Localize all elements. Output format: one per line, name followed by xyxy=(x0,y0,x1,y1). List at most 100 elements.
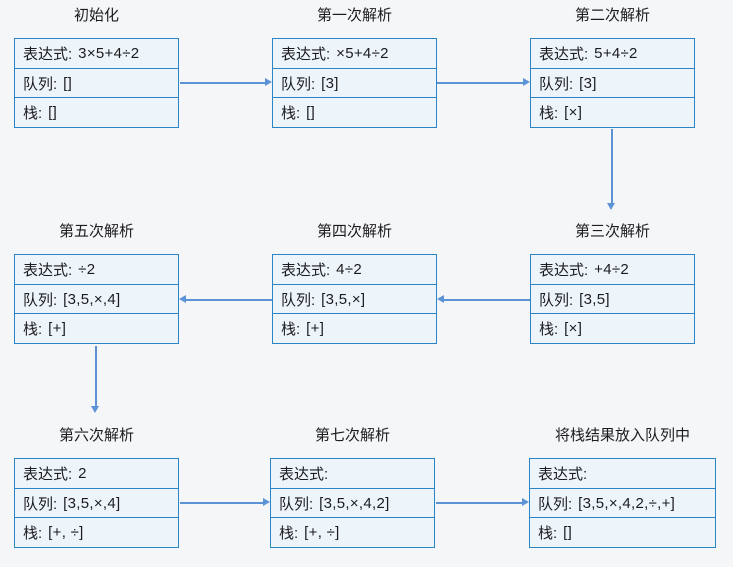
expression-value: 2 xyxy=(78,464,87,482)
state-box: 表达式: 3×5+4÷2 队列: [] 栈: [] xyxy=(14,38,179,128)
queue-label: 队列: xyxy=(281,75,316,93)
stack-label: 栈: xyxy=(281,105,301,123)
node-title: 第六次解析 xyxy=(58,427,134,444)
node-title: 第七次解析 xyxy=(314,427,390,444)
queue-row: 队列:[3,5,×,4] xyxy=(15,489,178,519)
queue-label: 队列: xyxy=(281,291,316,309)
state-box: 表达式: 队列:[3,5,×,4,2] 栈: [+, ÷] xyxy=(270,458,435,548)
stack-label: 栈: xyxy=(539,105,559,123)
expression-row: 表达式: ÷2 xyxy=(15,255,178,285)
node-title: 第二次解析 xyxy=(574,7,650,24)
arrow-step2-to-step3 xyxy=(608,129,615,210)
queue-value: [3,5,×,4] xyxy=(63,494,121,512)
state-box: 表达式: +4÷2 队列: [3,5] 栈: [×] xyxy=(530,254,695,344)
queue-value: [3] xyxy=(579,74,597,92)
expression-label: 表达式: xyxy=(23,465,73,483)
stack-value: [×] xyxy=(564,320,583,338)
expression-row: 表达式: 4÷2 xyxy=(273,255,436,285)
stack-value: [+, ÷] xyxy=(48,524,84,542)
stack-row: 栈:[×] xyxy=(531,98,694,127)
node-title: 将栈结果放入队列中 xyxy=(554,427,690,444)
queue-value: [3,5,×,4] xyxy=(63,290,121,308)
expression-row: 表达式: ×5+4÷2 xyxy=(273,39,436,69)
node-step-1: 第一次解析 表达式: ×5+4÷2 队列: [3] 栈: [] xyxy=(272,6,437,128)
stack-label: 栈: xyxy=(23,321,43,339)
arrow-step5-to-step6 xyxy=(92,346,99,413)
stack-value: [] xyxy=(306,104,316,122)
queue-value: [3,5] xyxy=(579,290,610,308)
queue-row: 队列: [3,5] xyxy=(531,285,694,315)
node-step-4: 第四次解析 表达式: 4÷2 队列: [3,5,×] 栈:[+] xyxy=(272,222,437,344)
state-box: 表达式: 2 队列:[3,5,×,4] 栈:[+, ÷] xyxy=(14,458,179,548)
expression-row: 表达式: 2 xyxy=(15,459,178,489)
queue-row: 队列: [3] xyxy=(531,69,694,99)
stack-label: 栈: xyxy=(281,321,301,339)
stack-row: 栈: [+] xyxy=(15,314,178,343)
node-title: 第一次解析 xyxy=(316,7,392,24)
stack-value: [+, ÷] xyxy=(304,524,340,542)
queue-row: 队列:[3,5,×,4,2,÷,+] xyxy=(530,489,715,519)
state-box: 表达式: ×5+4÷2 队列: [3] 栈: [] xyxy=(272,38,437,128)
queue-row: 队列: [3,5,×,4] xyxy=(15,285,178,315)
expression-label: 表达式: xyxy=(281,45,331,63)
node-title: 第四次解析 xyxy=(316,223,392,240)
queue-label: 队列: xyxy=(23,291,58,309)
arrow-step1-to-step2 xyxy=(437,79,530,86)
node-title: 初始化 xyxy=(73,7,119,24)
node-final: 将栈结果放入队列中 表达式: 队列:[3,5,×,4,2,÷,+] 栈: [] xyxy=(529,426,716,548)
queue-row: 队列: [3,5,×] xyxy=(273,285,436,315)
expression-row: 表达式: +4÷2 xyxy=(531,255,694,285)
expression-value: ÷2 xyxy=(78,260,96,278)
expression-row: 表达式: xyxy=(271,459,434,489)
state-box: 表达式: 4÷2 队列: [3,5,×] 栈:[+] xyxy=(272,254,437,344)
queue-row: 队列: [] xyxy=(15,69,178,99)
expression-value: 5+4÷2 xyxy=(594,44,638,62)
stack-row: 栈: [] xyxy=(530,518,715,547)
stack-label: 栈: xyxy=(23,105,43,123)
arrow-step4-to-step5 xyxy=(179,296,272,303)
expression-label: 表达式: xyxy=(281,261,331,279)
stack-label: 栈: xyxy=(279,525,299,543)
node-title: 第五次解析 xyxy=(58,223,134,240)
expression-label: 表达式: xyxy=(279,465,329,483)
expression-value: +4÷2 xyxy=(594,260,630,278)
queue-value: [] xyxy=(63,74,73,92)
stack-label: 栈: xyxy=(538,525,558,543)
expression-label: 表达式: xyxy=(539,261,589,279)
queue-value: [3] xyxy=(321,74,339,92)
stack-label: 栈: xyxy=(539,321,559,339)
stack-row: 栈: [+, ÷] xyxy=(271,518,434,547)
arrow-step7-to-final xyxy=(436,499,529,506)
queue-label: 队列: xyxy=(539,75,574,93)
expression-value: 3×5+4÷2 xyxy=(78,44,140,62)
node-step-6: 第六次解析 表达式: 2 队列:[3,5,×,4] 栈:[+, ÷] xyxy=(14,426,179,548)
expression-row: 表达式:5+4÷2 xyxy=(531,39,694,69)
expression-row: 表达式: 3×5+4÷2 xyxy=(15,39,178,69)
stack-value: [] xyxy=(48,104,58,122)
stack-row: 栈: [×] xyxy=(531,314,694,343)
node-title: 第三次解析 xyxy=(574,223,650,240)
state-box: 表达式:5+4÷2 队列: [3] 栈:[×] xyxy=(530,38,695,128)
state-box: 表达式: 队列:[3,5,×,4,2,÷,+] 栈: [] xyxy=(529,458,716,548)
stack-value: [+] xyxy=(48,320,67,338)
expression-value: ×5+4÷2 xyxy=(336,44,389,62)
queue-label: 队列: xyxy=(23,75,58,93)
node-step-3: 第三次解析 表达式: +4÷2 队列: [3,5] 栈: [×] xyxy=(530,222,695,344)
queue-row: 队列:[3,5,×,4,2] xyxy=(271,489,434,519)
node-step-5: 第五次解析 表达式: ÷2 队列: [3,5,×,4] 栈: [+] xyxy=(14,222,179,344)
queue-value: [3,5,×] xyxy=(321,290,366,308)
queue-row: 队列: [3] xyxy=(273,69,436,99)
expression-label: 表达式: xyxy=(538,465,588,483)
queue-label: 队列: xyxy=(539,291,574,309)
stack-row: 栈: [] xyxy=(273,98,436,127)
expression-row: 表达式: xyxy=(530,459,715,489)
expression-value: 4÷2 xyxy=(336,260,362,278)
stack-value: [] xyxy=(563,524,573,542)
arrow-step6-to-step7 xyxy=(180,499,270,506)
expression-label: 表达式: xyxy=(23,45,73,63)
stack-row: 栈:[+, ÷] xyxy=(15,518,178,547)
stack-row: 栈:[+] xyxy=(273,314,436,343)
expression-label: 表达式: xyxy=(23,261,73,279)
arrow-init-to-step1 xyxy=(180,79,272,86)
queue-value: [3,5,×,4,2] xyxy=(319,494,390,512)
